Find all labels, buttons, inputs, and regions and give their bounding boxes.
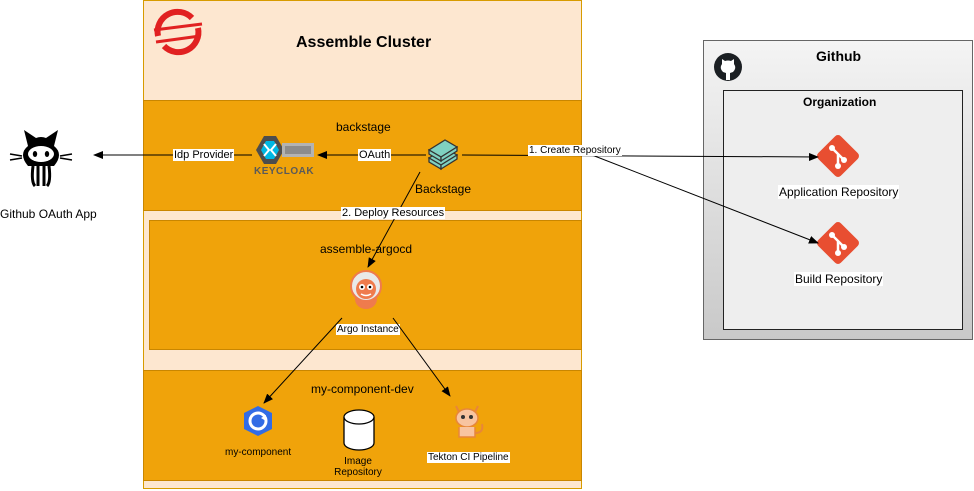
argo-to-component-edge [263,317,343,404]
database-icon [343,409,375,451]
organization-label: Organization [803,95,877,109]
argo-icon [350,270,382,309]
deploy-edge [367,171,421,268]
keycloak-logo-icon [256,136,314,164]
tekton-cat-icon [455,405,484,438]
argo-to-pipeline-edge [392,317,451,397]
git-repository-icon [817,135,859,177]
argocd-namespace-label: assemble-argocd [320,242,413,256]
github-octocat-icon [9,130,73,188]
organization-container [723,90,963,330]
openshift-logo-icon [153,8,203,56]
cluster-title: Assemble Cluster [296,34,432,51]
keycloak-text: KEYCLOAK [254,166,315,177]
backstage-app-label: Backstage [415,182,472,196]
github-icon [714,53,742,81]
create-repository-edge-label: 1. Create Repository [528,145,622,156]
create-app-repo-edge [461,152,819,161]
oauth-edge-label: OAuth [358,149,392,161]
deploy-resources-edge-label: 2. Deploy Resources [341,207,446,219]
component-label: my-component [225,447,292,458]
idp-provider-edge-label: Idp Provider [173,149,235,161]
component-namespace-label: my-component-dev [311,382,414,396]
backstage-icon [427,139,459,171]
tekton-pipeline-label: Tekton CI Pipeline [427,452,510,463]
argo-instance-label: Argo Instance [336,324,400,335]
create-build-repo-edge [591,154,819,244]
build-repository-label: Build Repository [794,272,884,286]
application-repository-label: Application Repository [778,185,900,199]
component-icon [244,406,272,436]
backstage-namespace-label: backstage [336,120,391,134]
github-title: Github [816,48,862,64]
oauth-app-label: Github OAuth App [0,207,97,221]
git-repository-icon [817,222,859,264]
image-repository-label: Image Repository [334,456,382,478]
